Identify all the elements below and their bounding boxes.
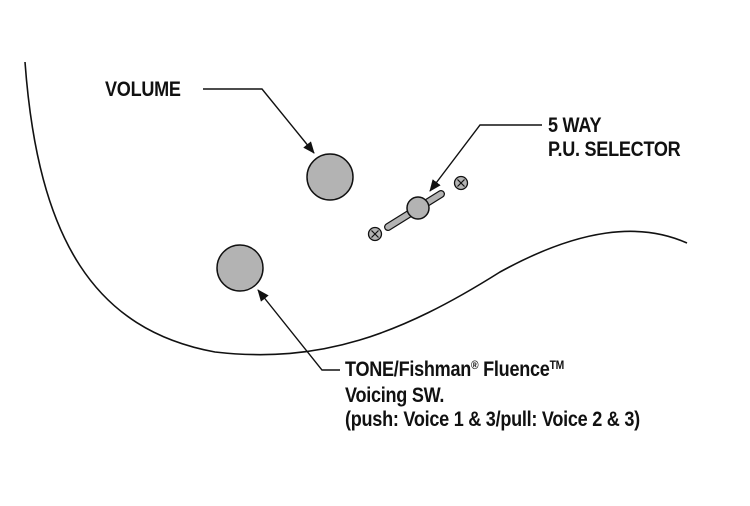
volume-label: VOLUME [105, 78, 181, 102]
cross-screw-icon [367, 226, 383, 242]
tone-knob [216, 244, 264, 292]
tone-leader-arrow [257, 289, 340, 371]
selector-leader-arrow [429, 124, 542, 192]
registered-mark: ® [471, 358, 479, 372]
volume-knob [306, 153, 354, 201]
selector-knob [406, 196, 430, 220]
volume-leader-arrow [203, 88, 315, 154]
tone-label-part2: Fluence [478, 358, 550, 381]
tone-label-line1: TONE/Fishman® FluenceTM [345, 358, 640, 384]
tone-label: TONE/Fishman® FluenceTM Voicing SW. (pus… [345, 358, 640, 432]
guitar-body-outline [24, 61, 688, 356]
tone-label-line2: Voicing SW. [345, 384, 445, 407]
selector-label-line2: P.U. SELECTOR [548, 138, 681, 161]
selector-label-line1: 5 WAY [548, 114, 602, 137]
volume-label-text: VOLUME [105, 78, 181, 101]
tone-label-line3: (push: Voice 1 & 3/pull: Voice 2 & 3) [345, 408, 640, 431]
trademark-mark: TM [549, 358, 565, 372]
tone-label-part1: TONE/Fishman [345, 358, 472, 381]
selector-label: 5 WAY P.U. SELECTOR [548, 114, 681, 162]
cross-screw-icon [453, 175, 469, 191]
